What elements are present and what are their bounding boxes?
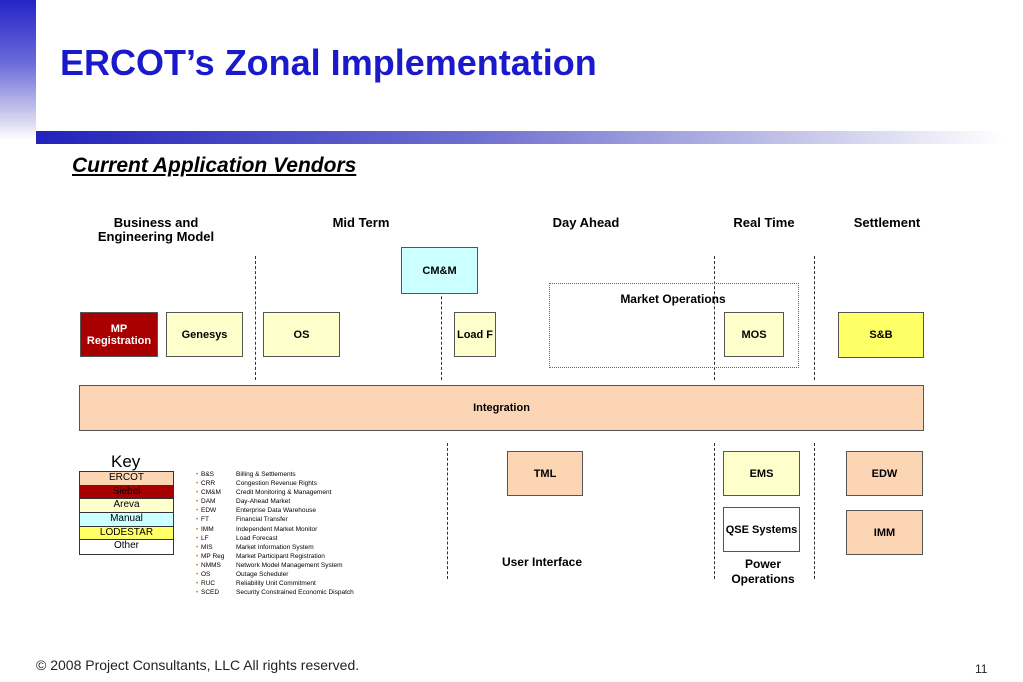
ems-box: EMS (723, 451, 800, 496)
integration-bar: Integration (79, 385, 924, 431)
column-header-dayahead: Day Ahead (552, 215, 620, 230)
user-interface-label: User Interface (501, 555, 583, 569)
tml-box: TML (507, 451, 583, 496)
bullet-icon: • (196, 480, 199, 488)
title-divider-bar (36, 131, 1003, 144)
copyright-footer: © 2008 Project Consultants, LLC All righ… (36, 657, 360, 673)
key-title: Key (111, 452, 141, 471)
column-header-business: Business and Engineering Model (97, 215, 215, 244)
power-operations-label: Power Operations (731, 557, 795, 586)
os-box: OS (263, 312, 340, 357)
bullet-icon: • (196, 561, 199, 569)
mos-box: MOS (724, 312, 784, 357)
sb-box: S&B (838, 312, 924, 358)
load-forecast-box: Load F (454, 312, 496, 357)
bullet-icon: • (196, 507, 199, 515)
mp-registration-box: MP Registration (80, 312, 158, 357)
column-header-midterm: Mid Term (332, 215, 390, 230)
market-operations-label: Market Operations (620, 292, 726, 306)
column-separator (714, 443, 715, 579)
column-separator (814, 443, 815, 579)
bullet-icon: • (196, 498, 199, 506)
slide-subtitle: Current Application Vendors (72, 154, 357, 177)
sidebar-gradient-bar (0, 0, 36, 140)
genesys-box: Genesys (166, 312, 243, 357)
bullet-icon: • (196, 525, 199, 533)
key-item-lodestar: LODESTAR (80, 526, 173, 541)
bullet-icon: • (196, 489, 199, 497)
cmm-box: CM&M (401, 247, 478, 294)
column-separator (714, 256, 715, 380)
market-operations-group (549, 283, 799, 368)
column-header-realtime: Real Time (733, 215, 795, 230)
bullet-icon: • (196, 580, 199, 588)
edw-box: EDW (846, 451, 923, 496)
bullet-icon: • (196, 589, 199, 597)
column-separator (255, 256, 256, 380)
bullet-icon: • (196, 471, 199, 478)
imm-box: IMM (846, 510, 923, 555)
key-item-ercot: ERCOT (80, 472, 173, 486)
column-separator (447, 443, 448, 579)
bullet-icon: • (196, 516, 199, 524)
column-separator (814, 256, 815, 380)
key-item-areva: Areva (80, 499, 173, 514)
bullet-icon: • (196, 571, 199, 579)
page-number: 11 (975, 662, 988, 676)
bullet-icon: • (196, 552, 199, 560)
key-item-other: Other (80, 540, 173, 555)
column-header-settlement: Settlement (853, 215, 921, 230)
page-title: ERCOT’s Zonal Implementation (60, 42, 597, 83)
key-item-manual: Manual (80, 513, 173, 527)
bullet-icon: • (196, 543, 199, 551)
column-separator (441, 256, 442, 380)
qse-systems-box: QSE Systems (723, 507, 800, 552)
key-legend: ERCOT Siebel Areva Manual LODESTAR Other (79, 471, 174, 555)
bullet-icon: • (196, 534, 199, 542)
key-item-siebel: Siebel (80, 485, 173, 500)
